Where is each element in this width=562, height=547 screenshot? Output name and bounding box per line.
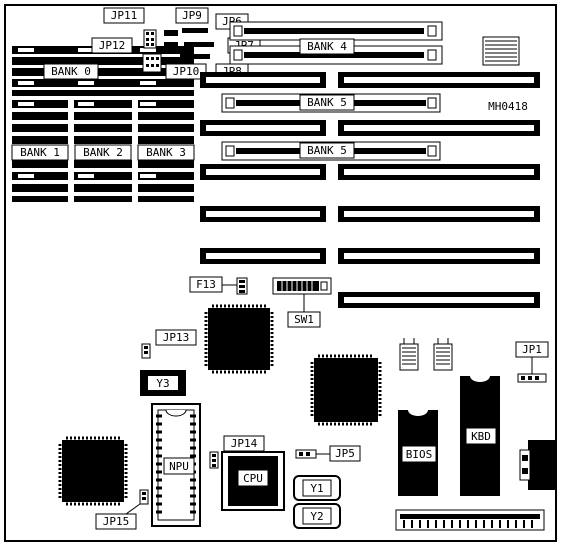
- sw1-label: SW1: [287, 311, 321, 328]
- jp9-label: JP9: [175, 7, 209, 24]
- svg-text:BIOS: BIOS: [406, 448, 433, 461]
- model-number: MH0418: [488, 100, 528, 113]
- npu-socket: NPU: [151, 403, 201, 527]
- jp5-label: JP5: [329, 445, 361, 462]
- simm-bank-1-2-3: [12, 100, 194, 202]
- jp15-label: JP15: [95, 513, 137, 530]
- top-jumper-cluster: [164, 28, 214, 64]
- expansion-slot-row-1: [200, 72, 540, 88]
- svg-text:KBD: KBD: [471, 430, 491, 443]
- f13-jumper: [222, 277, 248, 295]
- oscillator-pair: [399, 338, 453, 371]
- chipset-lower-left: [58, 436, 128, 506]
- svg-text:F13: F13: [196, 278, 216, 291]
- svg-text:BANK 0: BANK 0: [51, 65, 91, 78]
- svg-text:BANK 1: BANK 1: [20, 146, 60, 159]
- jp1-label: JP1: [515, 341, 549, 358]
- svg-text:JP14: JP14: [231, 437, 258, 450]
- svg-text:SW1: SW1: [294, 313, 314, 326]
- svg-text:JP11: JP11: [111, 9, 138, 22]
- chipset-upper: [204, 304, 274, 374]
- svg-text:Y3: Y3: [156, 377, 169, 390]
- jp12-jumper: [142, 53, 162, 73]
- jp15-jumper: [125, 489, 149, 515]
- svg-text:BANK 3: BANK 3: [146, 146, 186, 159]
- bank-5-upper-label: BANK 5: [299, 94, 355, 111]
- svg-text:JP13: JP13: [163, 331, 190, 344]
- y3-crystal: Y3: [140, 370, 186, 396]
- expansion-slot-row-6: [338, 292, 540, 308]
- svg-text:JP12: JP12: [99, 39, 126, 52]
- y1-crystal: Y1: [293, 475, 341, 501]
- bank-2-label: BANK 2: [74, 144, 132, 161]
- bank-4-label: BANK 4: [299, 38, 355, 55]
- svg-text:BANK 2: BANK 2: [83, 146, 123, 159]
- jp13-jumper: [141, 343, 151, 359]
- f13-label: F13: [189, 276, 223, 293]
- svg-text:Y1: Y1: [310, 482, 323, 495]
- chipset-center: [310, 354, 382, 426]
- svg-text:NPU: NPU: [169, 460, 189, 473]
- jp13-label: JP13: [155, 329, 197, 346]
- expansion-slot-row-3: [200, 164, 540, 180]
- svg-text:JP9: JP9: [182, 9, 202, 22]
- bank-0-label: BANK 0: [43, 63, 99, 80]
- expansion-slot-row-4: [200, 206, 540, 222]
- jp11-jumper: [143, 29, 157, 49]
- svg-text:BANK 5: BANK 5: [307, 144, 347, 157]
- svg-text:CPU: CPU: [243, 472, 263, 485]
- svg-text:BANK 4: BANK 4: [307, 40, 347, 53]
- svg-text:JP10: JP10: [173, 65, 200, 78]
- y2-crystal: Y2: [293, 503, 341, 529]
- svg-text:JP1: JP1: [522, 343, 542, 356]
- bottom-connector-strip: [395, 509, 545, 531]
- bank-1-label: BANK 1: [11, 144, 69, 161]
- cache-chip: [482, 36, 520, 66]
- svg-text:BANK 5: BANK 5: [307, 96, 347, 109]
- keyboard-connector: [519, 440, 556, 490]
- jp14-jumper: [209, 451, 219, 469]
- cpu-socket: CPU: [221, 451, 285, 511]
- bank-3-label: BANK 3: [137, 144, 195, 161]
- bank-5-lower-label: BANK 5: [299, 142, 355, 159]
- expansion-slot-row-5: [200, 248, 540, 264]
- jp12-label: JP12: [91, 37, 133, 54]
- jp11-label: JP11: [103, 7, 145, 24]
- kbd-chip: KBD: [460, 376, 500, 496]
- bios-chip: BIOS: [398, 410, 438, 496]
- svg-text:JP5: JP5: [335, 447, 355, 460]
- simm-bank-4: [229, 21, 443, 65]
- svg-text:JP15: JP15: [103, 515, 130, 528]
- jp1-jumper: [517, 357, 547, 383]
- svg-text:Y2: Y2: [310, 510, 323, 523]
- jp10-label: JP10: [165, 63, 207, 80]
- sw1-dip-switch: [272, 277, 332, 312]
- jp14-label: JP14: [223, 435, 265, 452]
- expansion-slot-row-2: [200, 120, 540, 136]
- jp5-jumper: [295, 449, 330, 459]
